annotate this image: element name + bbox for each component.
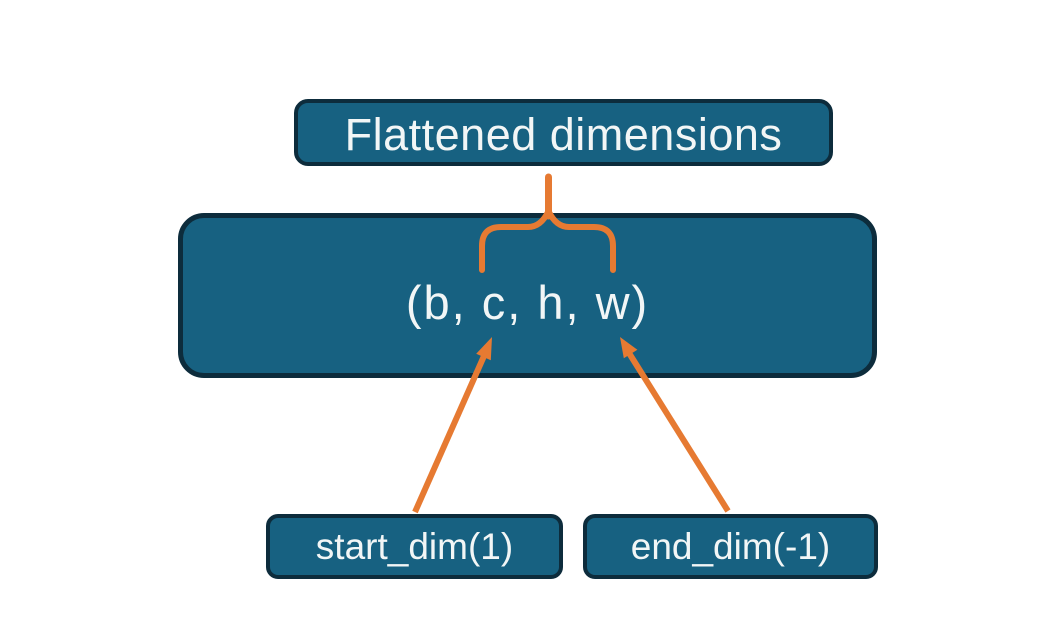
- tensor-shape-label: (b, c, h, w): [405, 276, 650, 329]
- start-dim-label: start_dim(1): [315, 525, 514, 567]
- start-dim-arrow-line: [412, 354, 487, 514]
- end-dim-box: end_dim(-1): [583, 514, 878, 579]
- end-dim-label: end_dim(-1): [630, 525, 831, 567]
- flattened-dimensions-label: Flattened dimensions: [344, 108, 783, 160]
- flattened-dimensions-box: Flattened dimensions: [294, 99, 833, 166]
- tensor-shape-box: (b, c, h, w): [178, 213, 877, 378]
- start-dim-box: start_dim(1): [266, 514, 563, 579]
